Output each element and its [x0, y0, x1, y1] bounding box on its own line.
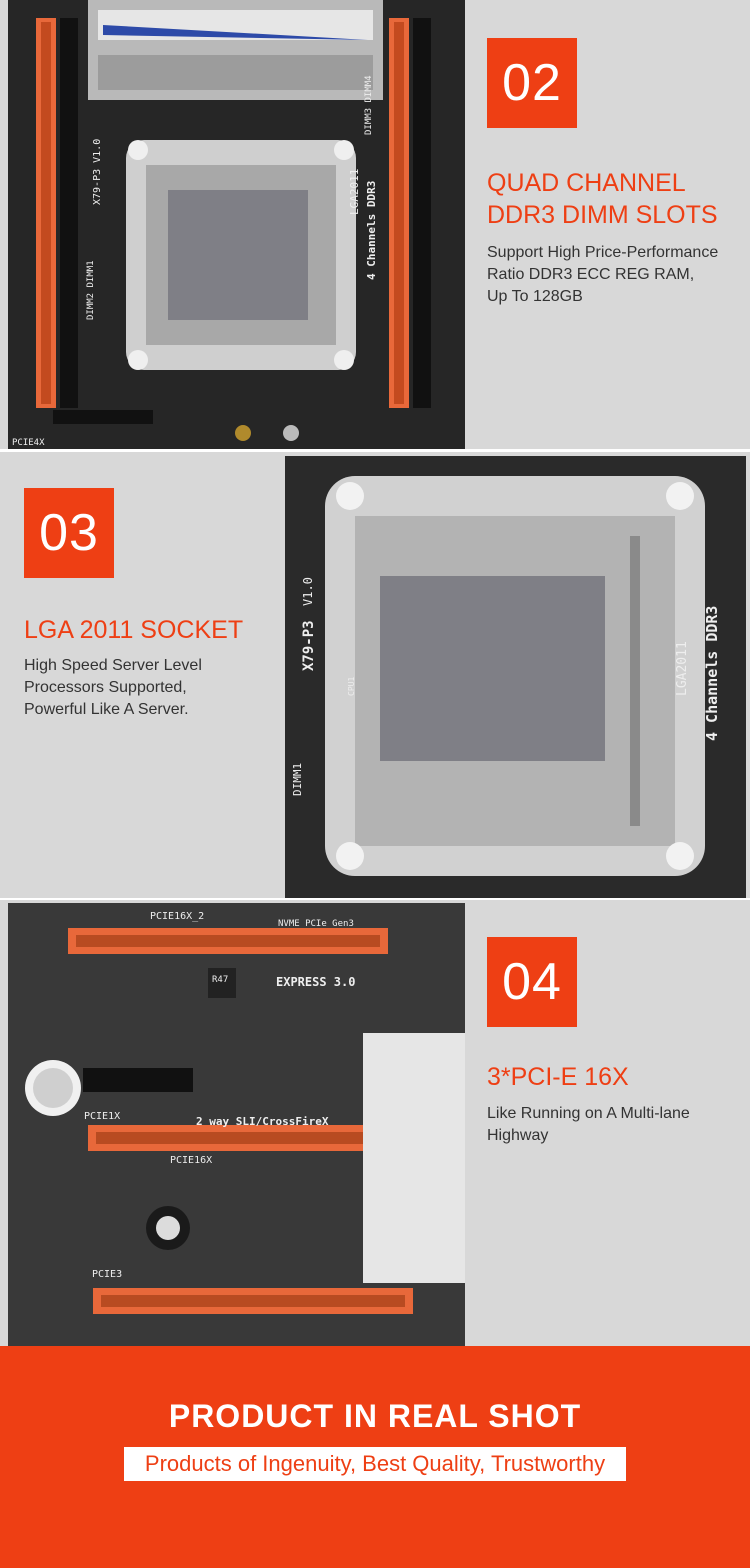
board-label-model: X79-P3 — [301, 620, 317, 671]
feature-title-line1: 3*PCI-E 16X — [487, 1063, 629, 1091]
feature-desc-line1: Support High Price-Performance — [487, 244, 719, 261]
motherboard-socket-photo: X79-P3 V1.0 DIMM1 CPU1 LGA2011 4 Channel… — [285, 456, 746, 898]
board-label-channels: 4 Channels DDR3 — [365, 180, 378, 280]
ram-slots-illustration — [8, 0, 465, 449]
feature-desc-line1: High Speed Server Level — [24, 657, 202, 674]
board-label-socket: LGA2011 — [348, 168, 361, 215]
feature-title-line1: QUAD CHANNEL — [487, 169, 686, 197]
board-label-sli: 2 way SLI/CrossFireX — [196, 1115, 329, 1128]
feature-number-02: 02 — [487, 38, 577, 128]
board-label-channels: 4 Channels DDR3 — [703, 605, 721, 741]
board-label-cpu: CPU1 — [347, 676, 356, 696]
board-label-model: X79-P3 V1.0 — [92, 138, 103, 205]
footer-title: PRODUCT IN REAL SHOT — [168, 1398, 582, 1434]
feature-title-line1: LGA 2011 SOCKET — [24, 616, 244, 644]
socket-illustration — [285, 456, 746, 898]
board-label-pcie1x: PCIE1X — [84, 1111, 121, 1122]
board-label-express: EXPRESS 3.0 — [276, 975, 356, 989]
board-label-dimm-left: DIMM2 DIMM1 — [86, 260, 96, 320]
feature-number-03: 03 — [24, 488, 114, 578]
motherboard-ram-photo: X79-P3 V1.0 DIMM2 DIMM1 LGA2011 4 Channe… — [8, 0, 465, 449]
feature-number-04: 04 — [487, 937, 577, 1027]
board-label-slot: PCIE4X — [12, 438, 45, 448]
board-label-dimm: DIMM1 — [291, 762, 304, 796]
feature-title-line2: DDR3 DIMM SLOTS — [487, 201, 718, 229]
board-label-dimm-right: DIMM3 DIMM4 — [364, 75, 374, 135]
board-label-pcie3: PCIE3 — [92, 1269, 123, 1280]
board-label-socket: LGA2011 — [675, 641, 690, 696]
feature-desc-line2: Ratio DDR3 ECC REG RAM, — [487, 266, 695, 283]
board-label-pcie16x: PCIE16X — [170, 1155, 213, 1166]
feature-desc-line3: Up To 128GB — [487, 288, 583, 305]
board-label-nvme: NVME PCIe Gen3 — [278, 919, 354, 929]
feature-desc-line1: Like Running on A Multi-lane — [487, 1105, 690, 1122]
motherboard-pcie-photo: PCIE16X_2 NVME PCIe Gen3 R47 EXPRESS 3.0… — [8, 903, 465, 1346]
board-label-version: V1.0 — [301, 577, 315, 606]
footer-subtitle: Products of Ingenuity, Best Quality, Tru… — [124, 1447, 626, 1481]
board-label-r47: R47 — [212, 975, 229, 985]
pcie-slots-illustration — [8, 903, 465, 1346]
feature-desc-line2: Processors Supported, — [24, 679, 187, 696]
board-label-slot1: PCIE16X_2 — [150, 911, 205, 922]
feature-desc-line2: Highway — [487, 1127, 549, 1144]
feature-desc-line3: Powerful Like A Server. — [24, 701, 189, 718]
